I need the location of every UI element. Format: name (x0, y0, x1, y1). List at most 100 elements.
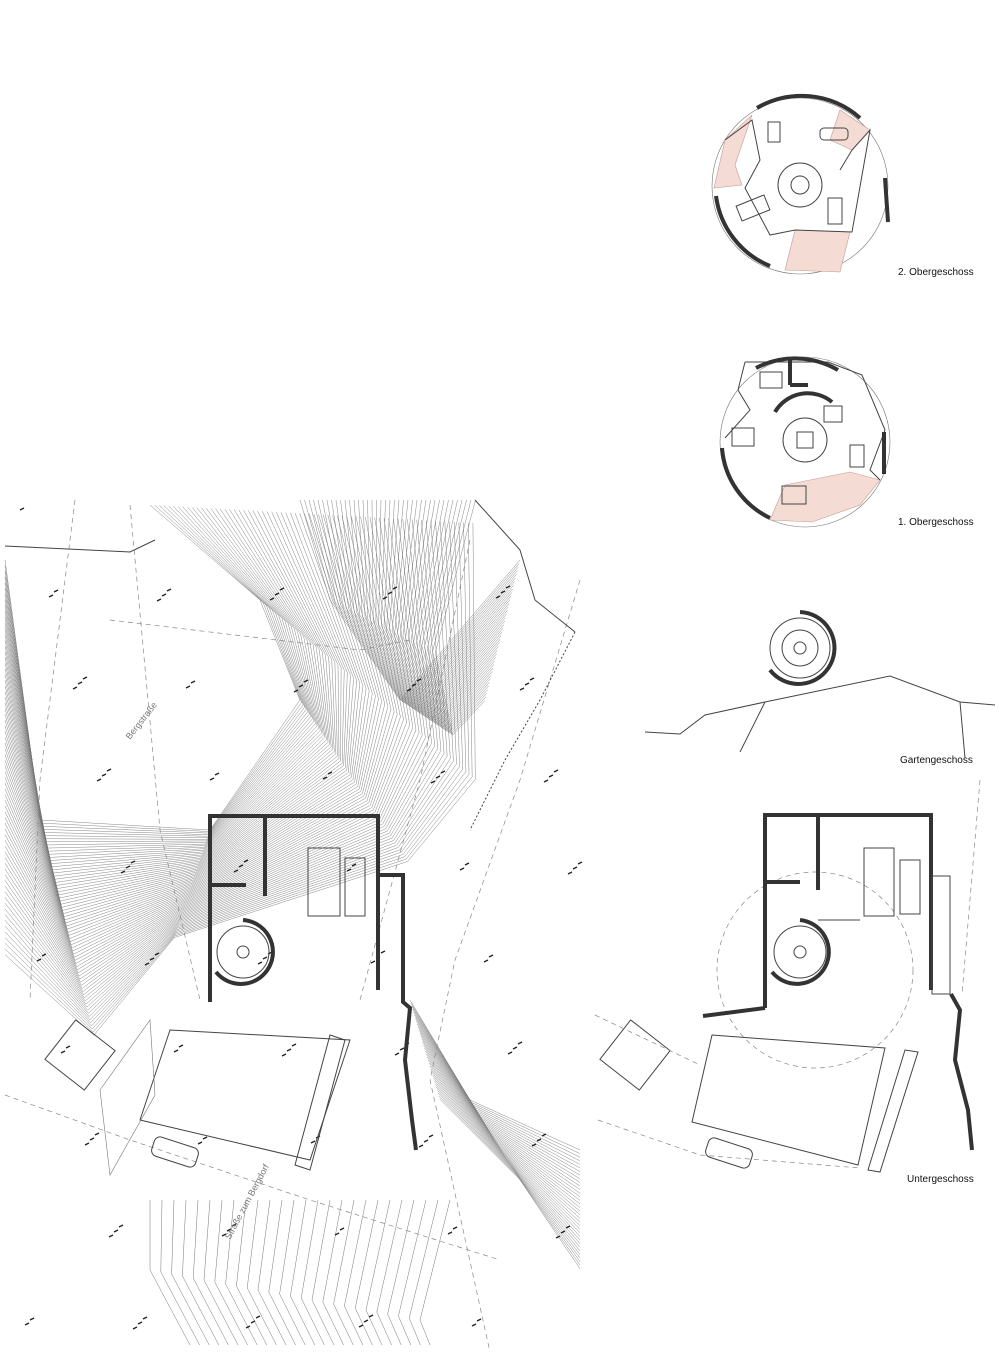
contour-line (433, 1077, 581, 1244)
contour-tick (202, 1136, 208, 1140)
site-annotation-slope: Bergstraße (124, 700, 159, 741)
contour-line (421, 499, 490, 732)
contour-tick (231, 1223, 237, 1227)
contour-tick (257, 961, 263, 965)
contour-tick (166, 588, 172, 592)
contour-line (335, 499, 513, 708)
contour-line (149, 1200, 191, 1346)
contour-line (423, 1044, 581, 1205)
contour-tick (60, 1050, 66, 1054)
site-parcel-lines (4, 499, 581, 1352)
contour-line (4, 513, 367, 927)
contour-tick (423, 1139, 429, 1143)
contour-line (214, 1199, 248, 1346)
site-cliff-edges (4, 499, 576, 831)
contour-line (354, 1199, 379, 1346)
contour-line (371, 499, 506, 715)
contour-line (417, 1026, 581, 1183)
contour-tick (531, 1143, 537, 1147)
contour-line (383, 499, 503, 719)
plan-first-upper-floor: 1. Obergeschoss (719, 356, 974, 528)
contour-line (353, 499, 510, 712)
contour-line (344, 499, 512, 710)
contour-line (362, 499, 508, 713)
contour-tick (512, 1046, 518, 1050)
contour-line (375, 499, 505, 716)
contour-line (426, 1053, 581, 1215)
floor-label-basement: Untergeschoss (907, 1174, 974, 1185)
contour-tick (161, 593, 167, 597)
contour-tick (269, 597, 275, 601)
contour-line (246, 1199, 277, 1346)
contour-tick (406, 688, 412, 692)
contour-tick (560, 1230, 566, 1234)
contour-tick-marks (19, 507, 583, 1330)
contour-tick (459, 867, 465, 871)
site-lower-slab (44, 1019, 351, 1176)
contour-line (4, 515, 386, 946)
contour-tick (363, 1319, 369, 1323)
contour-line (398, 1199, 427, 1346)
contour-tick (214, 772, 220, 776)
contour-line (421, 1038, 581, 1197)
contour-line (4, 520, 448, 1008)
contour-tick (440, 770, 446, 774)
contour-tick (298, 684, 304, 688)
contour-line (349, 499, 511, 711)
contour-tick (233, 869, 239, 873)
contour-tick (553, 769, 559, 773)
contour-line (429, 1065, 581, 1230)
contour-line (389, 499, 501, 721)
contour-tick (428, 1134, 434, 1138)
contour-line (408, 499, 495, 727)
contour-tick (387, 591, 393, 595)
contour-tick (382, 596, 388, 600)
contour-tick (24, 1322, 30, 1326)
contour-tick (572, 866, 578, 870)
contour-tick (238, 864, 244, 868)
contour-line (308, 499, 519, 703)
contour-line (4, 510, 332, 883)
contour-tick (245, 1325, 251, 1329)
contour-line (410, 499, 494, 728)
contour-line (160, 1199, 200, 1346)
contour-line (182, 1199, 220, 1346)
contour-tick (495, 595, 501, 599)
contour-tick (548, 774, 554, 778)
contour-tick (541, 1133, 547, 1137)
contour-line (344, 1199, 367, 1346)
contour-tick (536, 1138, 542, 1142)
contour-line (439, 1098, 581, 1269)
contour-line (413, 1011, 581, 1165)
contour-tick (447, 1231, 453, 1235)
contour-tick (471, 1323, 477, 1327)
contour-tick (519, 687, 525, 691)
contour-tick (274, 592, 280, 596)
contour-line (424, 1047, 581, 1208)
contour-tick (334, 1232, 340, 1236)
contour-line (313, 499, 518, 704)
contour-tick (567, 871, 573, 875)
contour-line (4, 515, 389, 949)
contour-line (4, 504, 301, 831)
contour-tick (543, 779, 549, 783)
contour-line (4, 510, 333, 886)
contour-line (4, 520, 442, 1002)
contour-line (4, 519, 429, 989)
contour-tick (476, 1318, 482, 1322)
contour-tick (339, 1227, 345, 1231)
contour-tick (392, 586, 398, 590)
contour-line (4, 509, 329, 877)
contour-tick (226, 1228, 232, 1232)
plan-garden-floor: Gartengeschoss (644, 610, 996, 766)
contour-line (4, 506, 310, 840)
contour-tick (416, 678, 422, 682)
contour-tick (529, 677, 535, 681)
contour-tick (144, 962, 150, 966)
contour-line (427, 1059, 581, 1223)
contour-tick (221, 1233, 227, 1237)
contour-tick (327, 771, 333, 775)
contour-tick (89, 1137, 95, 1141)
contour-tick (53, 589, 59, 593)
contour-line (322, 499, 516, 705)
